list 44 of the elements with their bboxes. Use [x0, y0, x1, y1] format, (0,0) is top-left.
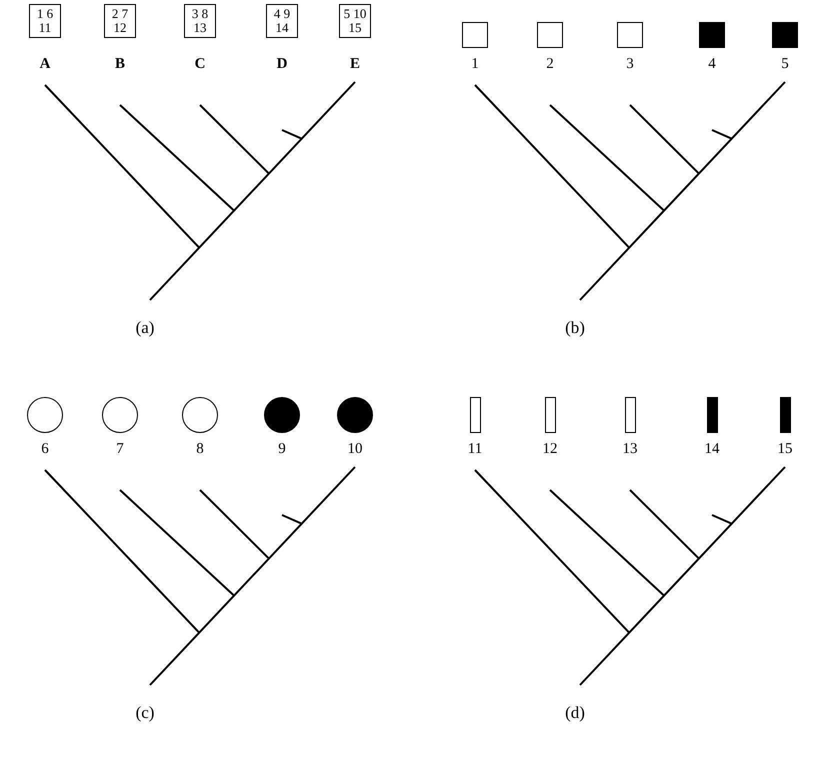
taxon-number: 2 — [545, 56, 555, 73]
taxon-letter: C — [194, 56, 206, 73]
taxon-number: 5 — [780, 56, 790, 73]
panel-label: (b) — [564, 318, 586, 338]
taxon-box: 2 7 12 — [104, 4, 136, 38]
taxon-letter: A — [38, 56, 52, 73]
taxon-number: 7 — [115, 441, 125, 458]
panel-label: (a) — [134, 318, 156, 338]
taxon-letter: B — [114, 56, 126, 73]
square-marker — [462, 22, 488, 48]
square-marker — [772, 22, 798, 48]
taxon-number: 3 — [625, 56, 635, 73]
square-marker — [617, 22, 643, 48]
taxon-letter: E — [348, 56, 361, 73]
taxon-number: 14 — [704, 441, 720, 458]
taxon-number: 9 — [277, 441, 287, 458]
taxon-box: 5 10 15 — [339, 4, 371, 38]
bar-marker — [780, 397, 790, 433]
bar-marker — [470, 397, 480, 433]
square-marker — [699, 22, 725, 48]
bar-marker — [706, 397, 718, 433]
taxon-number: 11 — [466, 441, 484, 458]
panel-label: (c) — [134, 703, 156, 723]
circle-marker — [337, 397, 373, 433]
taxon-box: 4 9 14 — [266, 4, 298, 38]
taxon-number: 15 — [776, 441, 794, 458]
taxon-number: 13 — [622, 441, 638, 458]
taxon-number: 1 — [470, 56, 480, 73]
bar-marker — [544, 397, 556, 433]
panel-label: (d) — [564, 703, 586, 723]
taxon-number: 10 — [346, 441, 364, 458]
circle-marker — [182, 397, 218, 433]
circle-marker — [264, 397, 300, 433]
taxon-box: 3 8 13 — [184, 4, 216, 38]
taxon-number: 8 — [195, 441, 205, 458]
taxon-number: 4 — [707, 56, 717, 73]
bar-marker — [624, 397, 636, 433]
taxon-letter: D — [276, 56, 288, 73]
taxon-number: 6 — [40, 441, 50, 458]
taxon-box: 1 6 11 — [29, 4, 61, 38]
circle-marker — [102, 397, 138, 433]
circle-marker — [27, 397, 63, 433]
square-marker — [537, 22, 563, 48]
taxon-number: 12 — [542, 441, 558, 458]
